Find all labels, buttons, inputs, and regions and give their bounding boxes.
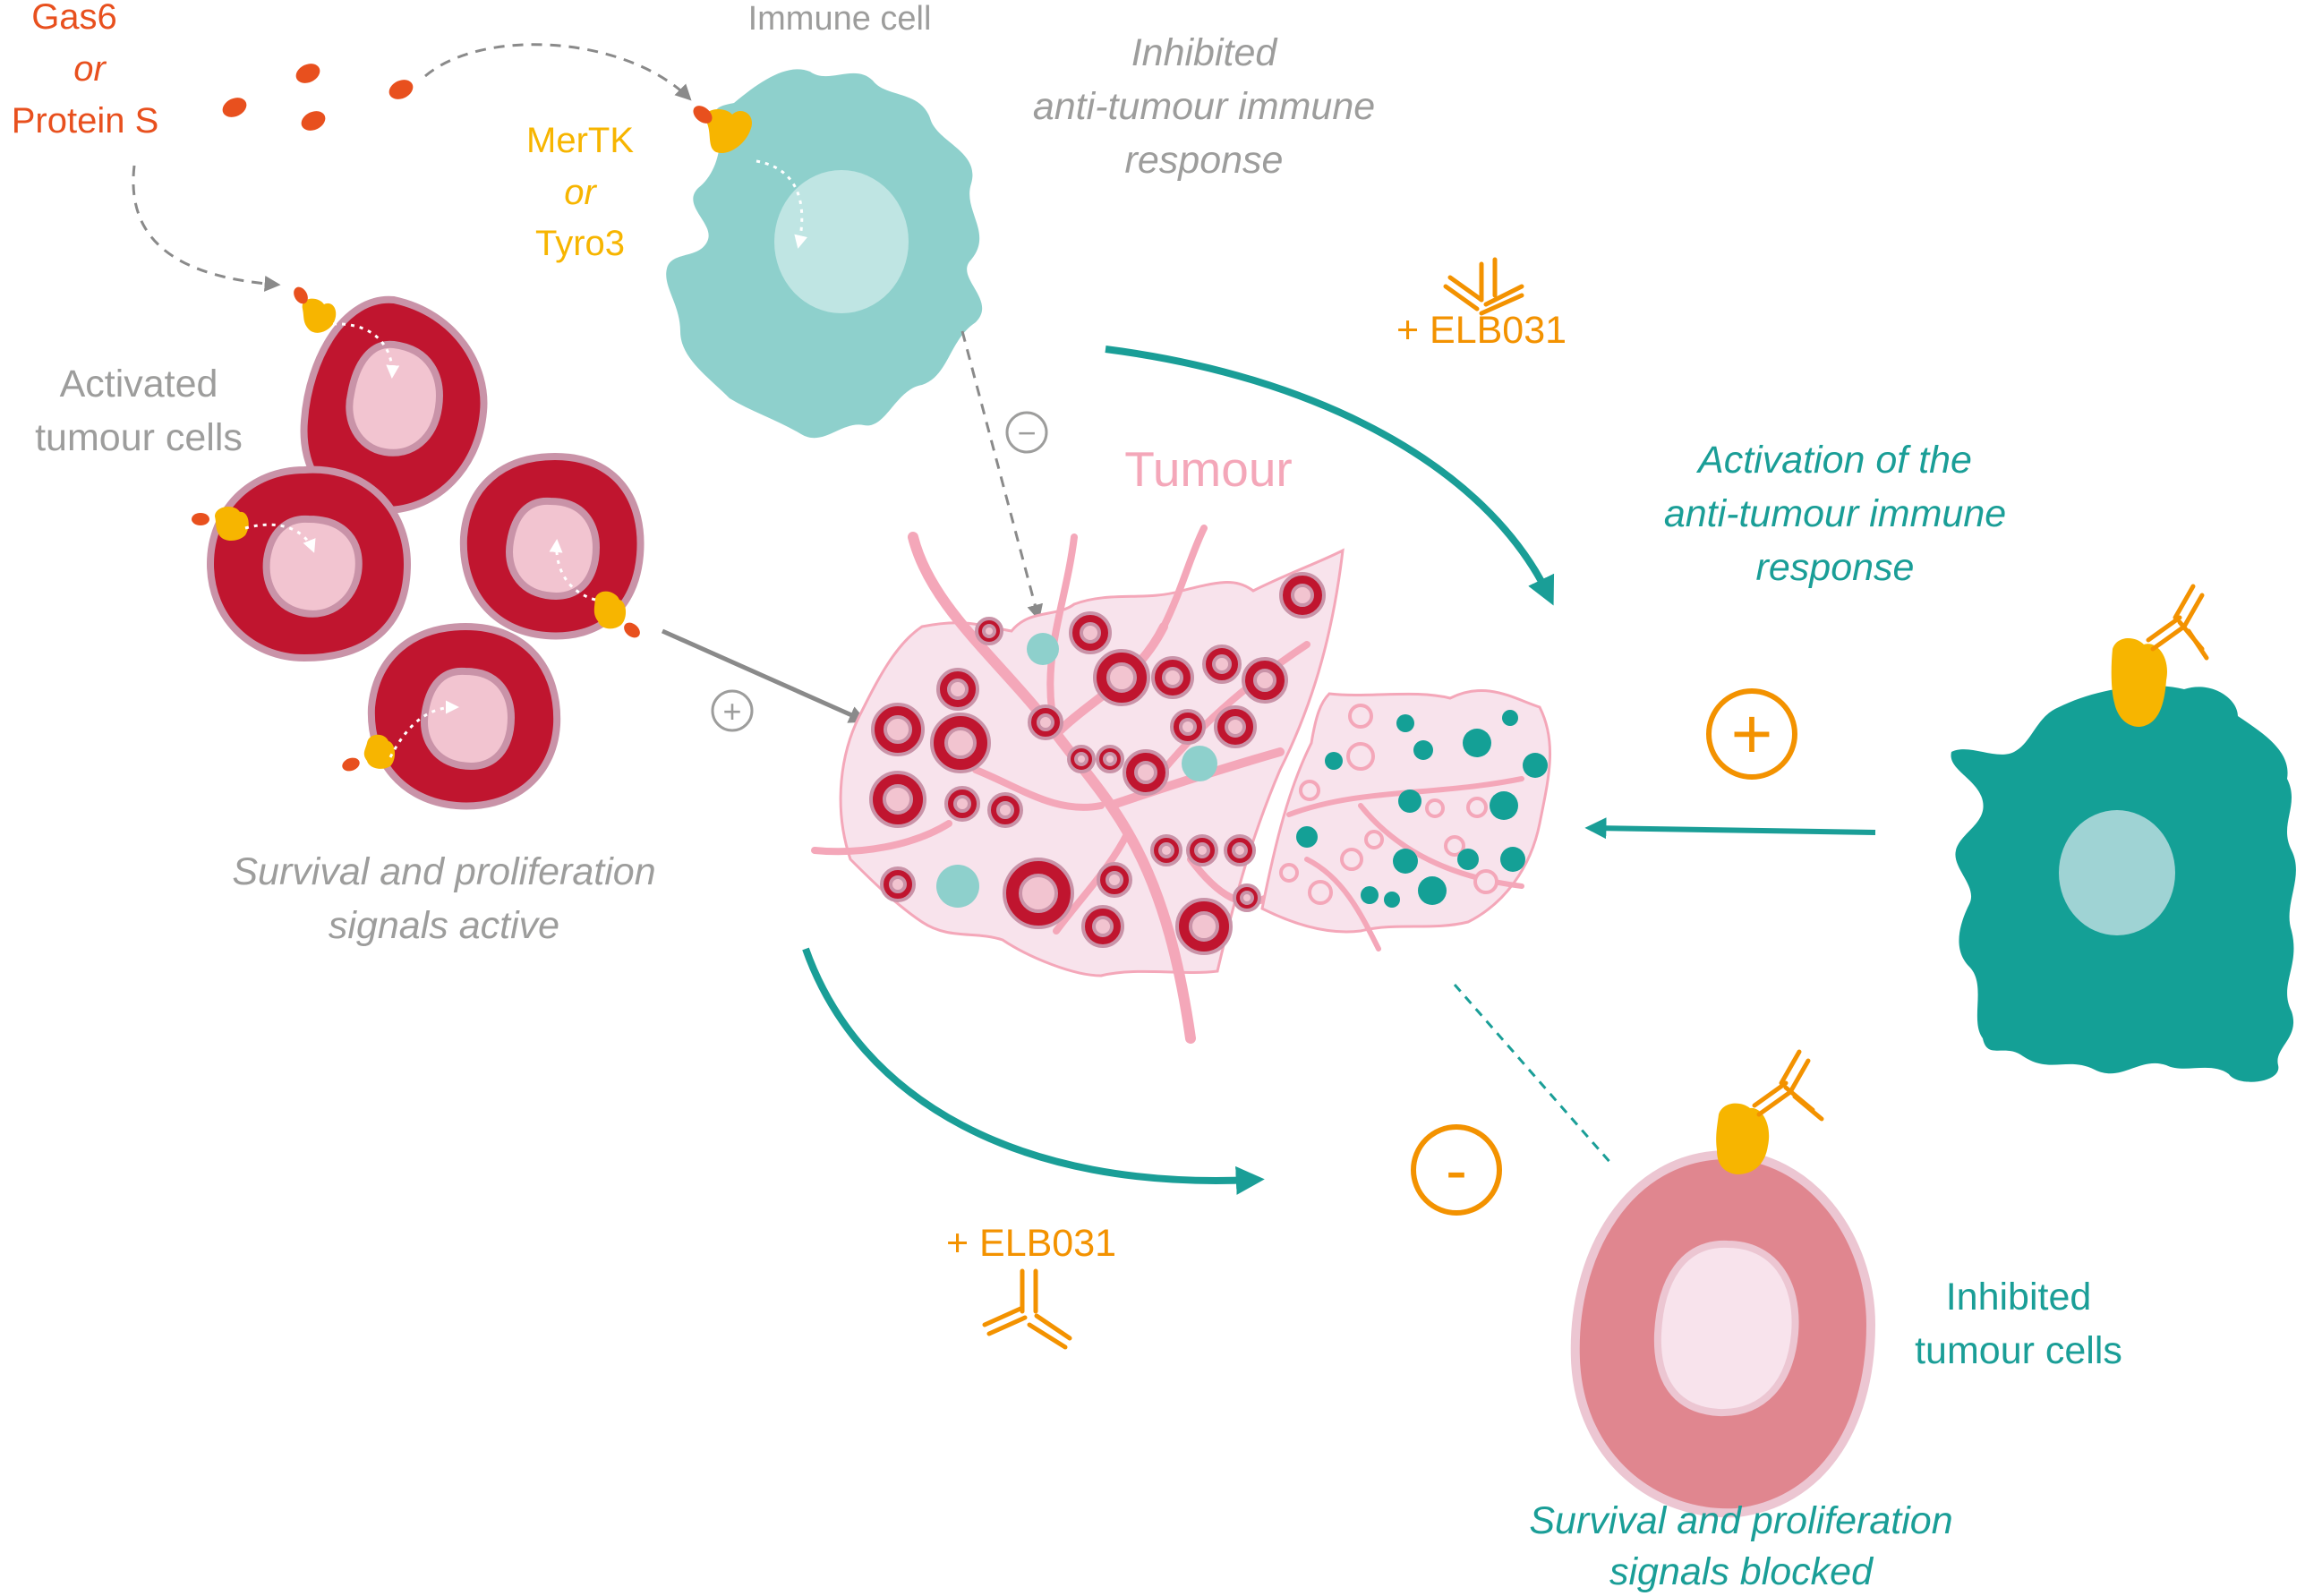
activated-tumour-cell (300, 295, 488, 515)
ligand-dot (388, 80, 414, 99)
activation-immune-label: Activation of the anti-tumour immune res… (1664, 439, 2006, 589)
ligand-dot (222, 98, 247, 117)
immune-to-tumour-arrow (1584, 817, 1876, 840)
ligand-to-immune-arrow (424, 43, 692, 101)
inhibited-tumour-line1: Inhibited (1946, 1276, 2092, 1319)
activated-tumour-line2: tumour cells (35, 416, 243, 459)
inhibited-tumour-cell (1570, 1149, 1876, 1518)
activated-tumour-label: Activated tumour cells (35, 363, 243, 459)
svg-text:+: + (722, 693, 741, 730)
immune-cell-activated (1951, 686, 2296, 1082)
ligand-dot (301, 111, 326, 131)
survival-active-label: Survival and proliferation signals activ… (232, 850, 655, 947)
antibody-icon (982, 1268, 1072, 1350)
ligand-label-protein-s: Protein S (12, 101, 159, 141)
immune-inhibition-arrow (960, 330, 1044, 621)
big-plus-sign: + (1706, 688, 1797, 780)
immune-cell-nucleus (774, 170, 909, 313)
receptor-label: MerTK or Tyro3 (526, 121, 634, 263)
tumour-mass-right-immune (1296, 710, 1548, 908)
immune-signal-arrow (756, 159, 807, 249)
inhibited-tumour-line2: tumour cells (1915, 1329, 2122, 1372)
small-plus-sign: + (711, 689, 754, 732)
ligand-label: Gas6 or Protein S (12, 0, 159, 141)
small-minus-sign: − (1005, 411, 1048, 454)
immune-cell-inhibited (666, 69, 983, 439)
tumour-signal-arrows (244, 322, 596, 758)
inhibited-immune-line1: Inhibited (1131, 31, 1279, 74)
tumour-activation-arrow (661, 628, 867, 723)
ligand-to-tumour-arrow (132, 165, 281, 292)
immune-cell-label: Immune cell (748, 0, 932, 38)
survival-active-line2: signals active (329, 904, 559, 947)
antibody-icon (1443, 257, 1524, 316)
ligand-dot (295, 64, 320, 83)
antibody-icon (2146, 584, 2209, 661)
survival-blocked-line1: Survival and proliferation (1529, 1499, 1952, 1542)
tumour-label: Tumour (1124, 441, 1292, 497)
antibody-icon (1752, 1049, 1824, 1122)
receptor-label-or: or (564, 173, 597, 212)
tumour-mass-left-immune (936, 633, 1217, 908)
receptor-label-mertk: MerTK (526, 121, 634, 160)
elb031-label-top: + ELB031 (1396, 309, 1567, 352)
inhibited-immune-label: Inhibited anti-tumour immune response (1033, 31, 1375, 182)
activation-immune-line3: response (1756, 546, 1915, 589)
tumour-to-inhibited-dash (1453, 984, 1613, 1165)
activated-tumour-cell (206, 465, 412, 662)
immune-activated-receptor (2111, 638, 2167, 727)
elb031-label-bottom: + ELB031 (946, 1222, 1116, 1265)
survival-blocked-label: Survival and proliferation signals block… (1529, 1499, 1952, 1593)
inhibited-tumour-label: Inhibited tumour cells (1915, 1276, 2122, 1372)
svg-text:-: - (1446, 1135, 1467, 1207)
ligand-molecules (222, 64, 414, 131)
svg-text:+: + (1731, 694, 1773, 773)
activation-immune-line2: anti-tumour immune (1664, 492, 2006, 535)
survival-blocked-line2: signals blocked (1609, 1550, 1874, 1593)
tumour-mass-left-cells (869, 572, 1326, 955)
inhibited-immune-line3: response (1125, 139, 1284, 182)
svg-text:−: − (1017, 414, 1036, 451)
ligand-label-or: or (73, 49, 107, 89)
receptor-label-tyro3: Tyro3 (535, 224, 625, 263)
elb031-inhibition-arrow (802, 947, 1265, 1195)
ligand-label-gas6: Gas6 (31, 0, 117, 37)
immune-receptor (693, 106, 752, 153)
survival-active-line1: Survival and proliferation (232, 850, 655, 893)
big-minus-sign: - (1411, 1124, 1502, 1216)
activated-tumour-cell (367, 622, 561, 810)
activation-immune-line1: Activation of the (1695, 439, 1972, 482)
inhibited-tumour-receptor (1716, 1103, 1770, 1174)
activated-tumour-line1: Activated (60, 363, 218, 405)
elb031-activation-arrow (1105, 346, 1555, 606)
tumour-mass-right-cells (1279, 704, 1498, 905)
tumour-receptors (192, 286, 640, 772)
inhibited-immune-line2: anti-tumour immune (1033, 85, 1375, 128)
